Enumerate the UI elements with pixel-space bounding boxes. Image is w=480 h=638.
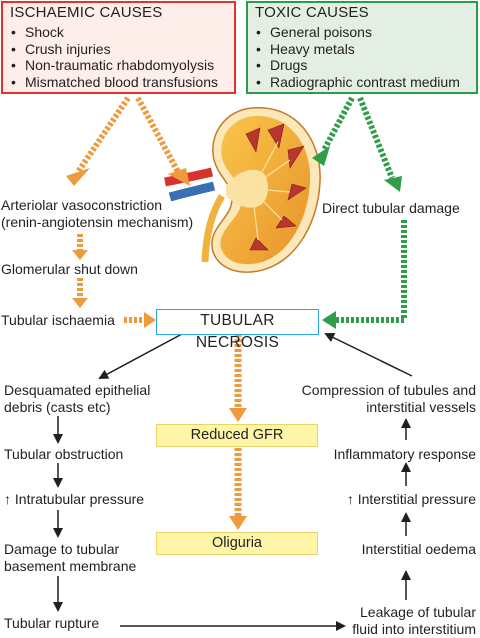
reduced-gfr-box: Reduced GFR	[156, 424, 318, 447]
compression-label: Compression of tubules and interstitial …	[302, 382, 476, 416]
leakage-line-2: fluid into interstitium	[352, 621, 476, 637]
interstitial-pressure-label: ↑ Interstitial pressure	[346, 491, 476, 507]
tubular-rupture-label: Tubular rupture	[4, 615, 100, 631]
direct-damage-label: Direct tubular damage	[322, 200, 460, 216]
ischaemic-cause-item: Non-traumatic rhabdomyolysis	[3, 57, 234, 74]
ischaemic-causes-title: ISCHAEMIC CAUSES	[10, 4, 163, 21]
kidney-illustration	[164, 107, 321, 273]
renal-artery	[164, 167, 214, 187]
glomerular-label: Glomerular shut down	[1, 261, 138, 277]
tubular-ischaemia-label: Tubular ischaemia	[1, 312, 115, 328]
oliguria-box: Oliguria	[156, 532, 318, 555]
renal-pyramids	[245, 123, 307, 251]
toxic-causes-title: TOXIC CAUSES	[255, 4, 369, 21]
debris-line-2: debris (casts etc)	[4, 399, 111, 415]
damage-line-2: basement membrane	[4, 558, 137, 574]
toxic-causes-box: TOXIC CAUSES General poisons Heavy metal…	[246, 1, 478, 94]
vasoconstriction-line-1: Arteriolar vasoconstriction	[1, 197, 163, 213]
sequence-arrows	[53, 333, 413, 631]
toxic-cause-item: Radiographic contrast medium	[248, 74, 476, 91]
basement-membrane-damage-label: Damage to tubular basement membrane	[4, 541, 136, 575]
ischaemic-cause-item: Crush injuries	[3, 41, 234, 58]
toxic-pathway-arrows	[312, 96, 407, 329]
compression-line-2: interstitial vessels	[366, 399, 476, 415]
ischaemic-cause-item: Mismatched blood transfusions	[3, 74, 234, 91]
renal-pelvis	[226, 169, 268, 208]
toxic-cause-item: General poisons	[248, 24, 476, 41]
toxic-cause-item: Heavy metals	[248, 41, 476, 58]
ischaemic-pathway-arrows	[66, 96, 247, 530]
desquamated-debris-label: Desquamated epithelial debris (casts etc…	[4, 382, 150, 416]
kidney-calyces	[253, 141, 291, 241]
leakage-label: Leakage of tubular fluid into interstiti…	[352, 604, 476, 638]
vasoconstriction-line-2: (renin-angiotensin mechanism)	[1, 214, 194, 230]
intratubular-pressure-label: ↑ Intratubular pressure	[4, 491, 145, 507]
damage-line-1: Damage to tubular	[4, 541, 120, 557]
tubular-necrosis-box: TUBULAR NECROSIS	[156, 309, 319, 351]
debris-line-1: Desquamated epithelial	[4, 382, 151, 398]
interstitial-oedema-label: Interstitial oedema	[361, 541, 476, 557]
ischaemic-cause-item: Shock	[3, 24, 234, 41]
toxic-cause-item: Drugs	[248, 57, 476, 74]
ureter	[201, 194, 226, 263]
vasoconstriction-label: Arteriolar vasoconstriction (renin-angio…	[1, 197, 193, 231]
inflammatory-response-label: Inflammatory response	[333, 446, 476, 462]
renal-vein	[168, 181, 216, 202]
compression-line-1: Compression of tubules and	[301, 382, 476, 398]
tubular-obstruction-label: Tubular obstruction	[4, 446, 124, 462]
leakage-line-1: Leakage of tubular	[360, 604, 476, 620]
ischaemic-causes-box: ISCHAEMIC CAUSES Shock Crush injuries No…	[1, 1, 236, 94]
